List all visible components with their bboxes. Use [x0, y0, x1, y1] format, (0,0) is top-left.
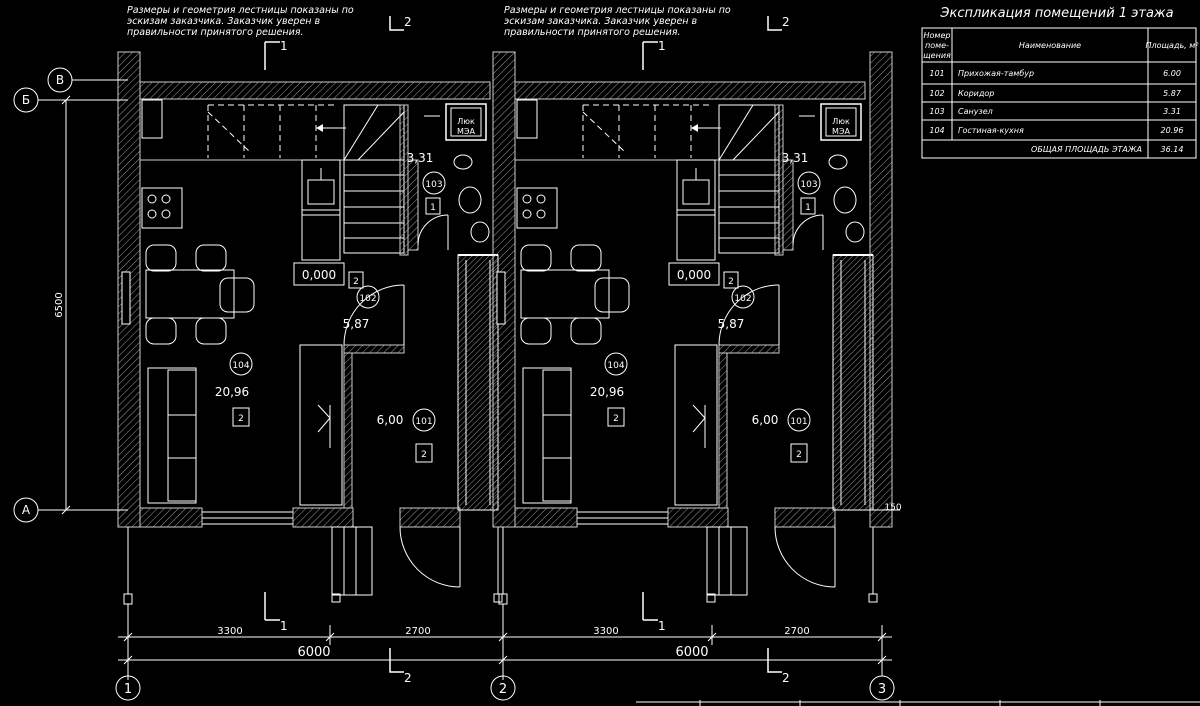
room-101-area-2: 6,00	[752, 413, 779, 427]
hatch-label-l1: Люк	[457, 117, 475, 126]
room-102-num-2: 102	[734, 294, 751, 304]
plan-unit-right: 102 5,87 104 20,96 101 6,00 103 3,31 0,0…	[492, 51, 878, 681]
axis-row-v: В	[56, 73, 64, 87]
section-mark-1-bottom-right: 1	[658, 619, 666, 633]
elevation-mark-2: 0,000	[677, 268, 711, 282]
dim-height: 6500	[54, 292, 65, 317]
section-mark-1-top-left: 1	[280, 39, 288, 53]
row-103-name: Санузел	[958, 107, 993, 116]
row-104-name: Гостиная-кухня	[958, 126, 1024, 135]
room-104-area: 20,96	[215, 385, 249, 399]
finish-tag-103: 1	[430, 203, 436, 213]
stair-note-left: Размеры и геометрия лестницы показаны по…	[127, 5, 354, 38]
section-mark-1-bottom-left: 1	[280, 619, 288, 633]
hatch-label-l2: МЭА	[457, 127, 475, 136]
axis-row-a: А	[22, 503, 31, 517]
th-num-l3: щения	[923, 51, 951, 60]
elevation-mark: 0,000	[302, 268, 336, 282]
title-block-edge	[636, 700, 1200, 706]
section-mark-2-bottom-right: 2	[782, 671, 790, 685]
section-mark-2-top-left: 2	[404, 15, 412, 29]
svg-text:эскизам заказчика. Заказчик ув: эскизам заказчика. Заказчик уверен в	[127, 16, 321, 27]
room-103-num: 103	[425, 180, 442, 190]
svg-text:правильности принятого решения: правильности принятого решения.	[127, 27, 304, 38]
finish-tag-103-2: 1	[805, 203, 811, 213]
section-mark-2-top-right: 2	[782, 15, 790, 29]
svg-text:эскизам заказчика. Заказчик ув: эскизам заказчика. Заказчик уверен в	[504, 16, 698, 27]
row-103-area: 3.31	[1163, 107, 1181, 116]
dim-2700-left: 2700	[405, 626, 430, 637]
room-103-area: 3,31	[407, 151, 434, 165]
right-outer-wall	[869, 51, 893, 528]
finish-tag-101: 2	[421, 450, 427, 460]
axis-row-b: Б	[22, 93, 30, 107]
finish-tag-104-2: 2	[613, 414, 619, 424]
finish-tag-102-2: 2	[728, 277, 734, 287]
room-104-num: 104	[232, 361, 249, 371]
room-schedule-table: Экспликация помещений 1 этажа Номер поме…	[921, 6, 1199, 159]
th-num-l2: поме-	[925, 41, 949, 50]
svg-text:Размеры и геометрия лестницы п: Размеры и геометрия лестницы показаны по	[504, 5, 731, 16]
dim-2700-right: 2700	[784, 626, 809, 637]
th-area: Площадь, м²	[1145, 41, 1199, 50]
room-101-num: 101	[415, 417, 432, 427]
section-mark-2-bottom-left: 2	[404, 671, 412, 685]
row-101-area: 6.00	[1163, 69, 1181, 78]
total-label: ОБЩАЯ ПЛОЩАДЬ ЭТАЖА	[1031, 145, 1142, 154]
room-102-num: 102	[359, 294, 376, 304]
row-101-num: 101	[929, 69, 944, 78]
room-101-area: 6,00	[377, 413, 404, 427]
row-102-area: 5.87	[1163, 89, 1182, 98]
row-104-num: 104	[929, 126, 944, 135]
finish-tag-101-2: 2	[796, 450, 802, 460]
finish-tag-104: 2	[238, 414, 244, 424]
room-102-area: 5,87	[343, 317, 370, 331]
dim-3300-left: 3300	[217, 626, 242, 637]
room-103-area-2: 3,31	[782, 151, 809, 165]
dim-3300-right: 3300	[593, 626, 618, 637]
total-area: 36.14	[1161, 145, 1184, 154]
th-name: Наименование	[1019, 41, 1081, 50]
axis-col-1: 1	[124, 682, 132, 697]
axis-col-2: 2	[499, 682, 507, 697]
th-num-l1: Номер	[924, 31, 951, 40]
row-102-name: Коридор	[958, 89, 994, 98]
dim-wall-small: 150	[884, 503, 901, 513]
room-101-num-2: 101	[790, 417, 807, 427]
room-104-area-2: 20,96	[590, 385, 624, 399]
row-103-num: 103	[929, 107, 944, 116]
row-104-area: 20.96	[1161, 126, 1184, 135]
room-102-area-2: 5,87	[718, 317, 745, 331]
table-title: Экспликация помещений 1 этажа	[939, 6, 1173, 21]
finish-tag-102: 2	[353, 277, 359, 287]
plan-unit-left: 102 5,87 104 20,96 101 6,00 103 3,31 0,0…	[117, 51, 503, 681]
dim-6000-right: 6000	[675, 645, 708, 660]
hatch-label-l1-2: Люк	[832, 117, 850, 126]
row-102-num: 102	[929, 89, 944, 98]
stair-note-right: Размеры и геометрия лестницы показаны по…	[504, 5, 731, 38]
row-101-name: Прихожая-тамбур	[958, 69, 1034, 78]
axis-col-3: 3	[878, 682, 886, 697]
room-104-num-2: 104	[607, 361, 624, 371]
svg-text:Размеры и геометрия лестницы п: Размеры и геометрия лестницы показаны по	[127, 5, 354, 16]
svg-text:правильности принятого решения: правильности принятого решения.	[504, 27, 681, 38]
room-103-num-2: 103	[800, 180, 817, 190]
section-mark-1-top-right: 1	[658, 39, 666, 53]
hatch-label-l2-2: МЭА	[832, 127, 850, 136]
dim-6000-left: 6000	[297, 645, 330, 660]
